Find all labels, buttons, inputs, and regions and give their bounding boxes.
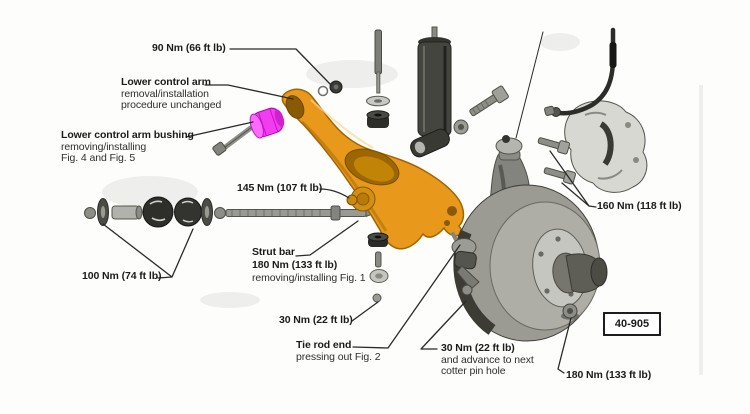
hub-nut-part — [561, 303, 579, 320]
shock-rod-part — [366, 29, 390, 128]
brake-disc-part — [453, 184, 608, 342]
label-torque-30-right-value: 30 Nm (22 ft lb) — [441, 342, 515, 354]
label-lower-control-arm-line3: procedure unchanged — [121, 99, 222, 111]
brake-caliper-part — [564, 100, 648, 193]
caliper-bolts-part — [537, 137, 577, 185]
arm-pivot-nut — [317, 80, 343, 97]
label-lower-control-arm: Lower control arm removal/installation p… — [121, 76, 222, 112]
label-torque-30-left: 30 Nm (22 ft lb) — [279, 314, 353, 326]
label-strut-bar: Strut bar 180 Nm (133 ft lb) removing/in… — [252, 246, 366, 285]
label-tie-rod-end-title: Tie rod end — [296, 339, 352, 351]
leader-lines — [102, 31, 597, 374]
label-tie-rod-end: Tie rod end pressing out Fig. 2 — [296, 339, 381, 363]
label-strut-bar-note: removing/installing Fig. 1 — [252, 272, 366, 284]
shock-absorber-part — [410, 26, 452, 158]
brake-hose-part — [544, 27, 617, 117]
label-lower-control-arm-line2: removal/installation — [121, 87, 209, 100]
label-bushing-title: Lower control arm bushing — [61, 129, 194, 141]
strut-bar-part — [84, 196, 377, 228]
label-torque-100: 100 Nm (74 ft lb) — [82, 270, 162, 282]
figure-number: 40-905 — [614, 318, 650, 330]
label-tie-rod-end-note: pressing out Fig. 2 — [296, 350, 381, 363]
label-strut-bar-title: Strut bar — [252, 246, 295, 258]
control-arm-bushing-part — [212, 107, 285, 156]
label-torque-30-right: 30 Nm (22 ft lb) and advance to next cot… — [441, 342, 534, 378]
tie-rod-end-part — [450, 231, 480, 296]
label-strut-bar-torque: 180 Nm (133 ft lb) — [252, 259, 338, 271]
label-bushing-line3: Fig. 4 and Fig. 5 — [61, 152, 136, 164]
label-torque-160: 160 Nm (118 ft lb) — [597, 200, 682, 212]
label-torque-30-right-line2: and advance to next — [441, 353, 534, 366]
balljoint-hardware-part — [367, 232, 389, 303]
lower-control-arm-part — [281, 88, 465, 250]
figure-number-box: 40-905 — [603, 312, 661, 336]
label-torque-90: 90 Nm (66 ft lb) — [152, 42, 226, 54]
label-torque-180-hub: 180 Nm (133 ft lb) — [566, 369, 652, 381]
label-lower-control-arm-bushing: Lower control arm bushing removing/insta… — [61, 129, 194, 165]
label-lower-control-arm-title: Lower control arm — [121, 76, 211, 88]
label-bushing-line2: removing/installing — [61, 140, 147, 153]
bushing-bolt — [212, 122, 258, 156]
upper-bolt-part — [453, 85, 509, 135]
label-torque-30-right-line3: cotter pin hole — [441, 365, 506, 377]
label-torque-145: 145 Nm (107 ft lb) — [237, 182, 323, 194]
